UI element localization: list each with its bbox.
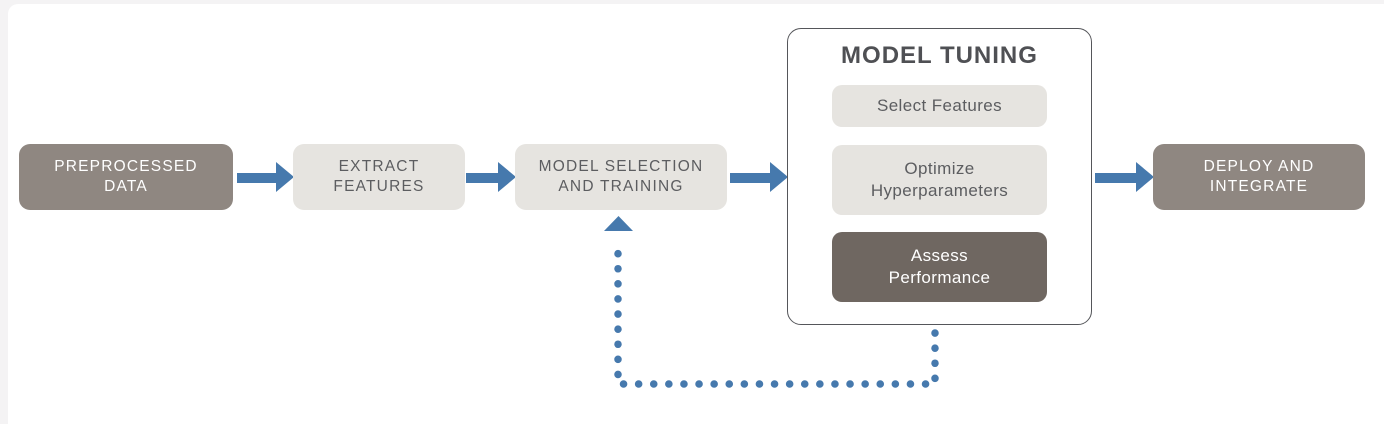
node-label-line: DATA	[104, 178, 148, 195]
node-label-line: INTEGRATE	[1209, 178, 1309, 195]
model-tuning-group: MODEL TUNING Select Features Optimize Hy…	[787, 28, 1092, 325]
step-label-line: Assess	[910, 246, 969, 265]
step-assess-performance: Assess Performance	[832, 232, 1047, 302]
node-model-selection-and-training: MODEL SELECTION AND TRAINING	[515, 144, 727, 210]
diagram-panel	[8, 4, 1384, 424]
arrow-right-icon	[237, 162, 294, 193]
step-label-line: Performance	[888, 268, 991, 287]
node-label-line: PREPROCESSED	[54, 158, 198, 175]
node-preprocessed-data: PREPROCESSED DATA	[19, 144, 233, 210]
node-label-line: FEATURES	[333, 178, 425, 195]
node-label-line: AND TRAINING	[558, 178, 684, 195]
node-label-line: EXTRACT	[338, 158, 420, 175]
node-extract-features: EXTRACT FEATURES	[293, 144, 465, 210]
step-optimize-hyperparameters: Optimize Hyperparameters	[832, 145, 1047, 215]
model-tuning-title: MODEL TUNING	[841, 42, 1038, 69]
node-label-line: MODEL SELECTION	[538, 158, 704, 175]
arrow-right-icon	[466, 162, 516, 193]
node-label-line: DEPLOY AND	[1203, 158, 1315, 175]
arrow-right-icon	[1095, 162, 1154, 193]
step-label-line: Select Features	[876, 96, 1003, 115]
node-deploy-and-integrate: DEPLOY AND INTEGRATE	[1153, 144, 1365, 210]
arrow-right-icon	[730, 162, 788, 193]
step-label-line: Hyperparameters	[870, 181, 1009, 200]
step-select-features: Select Features	[832, 85, 1047, 127]
step-label-line: Optimize	[904, 159, 975, 178]
